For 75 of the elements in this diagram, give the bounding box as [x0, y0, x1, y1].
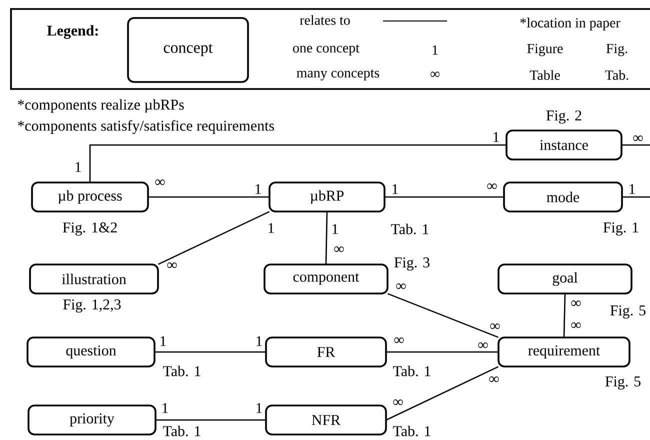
multiplicity-label: ∞: [571, 300, 581, 306]
multiplicity-label: 1: [494, 132, 499, 142]
reference-label: Fig. 5: [610, 305, 646, 319]
connector-line: [387, 293, 499, 338]
legend-text: Tab.: [605, 70, 628, 80]
reference-label: Fig. 1,2,3: [63, 299, 121, 313]
concept-box: question: [26, 336, 156, 368]
multiplicity-label: ∞: [489, 376, 499, 382]
note-text: *components satisfy/satisfice requirements: [18, 120, 274, 134]
multiplicity-label: 1: [160, 336, 166, 346]
legend-text: Figure: [527, 44, 563, 56]
multiplicity-label: ∞: [633, 135, 643, 142]
concept-box: priority: [28, 404, 156, 436]
connector-line: [622, 144, 650, 146]
multiplicity-label: ∞: [155, 179, 165, 186]
reference-label: Fig. 3: [394, 257, 430, 271]
connector-line: [386, 366, 499, 421]
connector-line: [563, 294, 566, 338]
multiplicity-label: ∞: [334, 246, 344, 252]
connector-line: [156, 419, 266, 421]
legend-text: Table: [530, 70, 560, 80]
concept-box: illustration: [29, 264, 159, 294]
multiplicity-label: ∞: [490, 323, 500, 330]
concept-box: µb process: [31, 182, 149, 212]
reference-label: Fig. 1&2: [62, 222, 117, 236]
reference-label: Fig. 5: [605, 376, 640, 390]
concept-box: requirement: [498, 336, 630, 368]
legend-text: Fig.: [606, 44, 628, 56]
legend-symbol: ∞: [430, 72, 440, 77]
multiplicity-label: 1: [256, 403, 262, 413]
concept-box: FR: [265, 336, 387, 368]
connector-line: [158, 211, 270, 265]
multiplicity-label: 1: [268, 223, 274, 233]
legend-text: relates to: [300, 15, 350, 25]
connector-line: [325, 212, 328, 264]
multiplicity-label: ∞: [393, 399, 403, 406]
multiplicity-label: ∞: [167, 262, 177, 268]
legend-text: *location in paper: [520, 18, 620, 30]
connector-line: [386, 351, 498, 353]
note-text: *components realize µbRPs: [18, 99, 184, 113]
multiplicity-label: ∞: [487, 183, 497, 190]
multiplicity-label: 1: [256, 184, 261, 194]
multiplicity-label: 1: [332, 224, 338, 234]
multiplicity-label: ∞: [478, 342, 488, 348]
multiplicity-label: 1: [162, 403, 168, 413]
multiplicity-label: 1: [630, 184, 635, 194]
reference-label: Fig. 2: [546, 110, 582, 124]
connector-line: [148, 196, 270, 198]
connector-line: [622, 196, 650, 198]
reference-label: Tab. 1: [393, 426, 430, 436]
legend-heading: Legend:: [47, 25, 98, 39]
legend-text: one concept: [293, 44, 360, 56]
multiplicity-label: 1: [392, 184, 398, 194]
connector-line: [154, 351, 266, 353]
concept-box: concept: [127, 17, 249, 83]
concept-box: NFR: [265, 404, 387, 436]
concept-box: mode: [503, 182, 623, 212]
connector-line: [89, 144, 506, 182]
multiplicity-label: ∞: [394, 337, 404, 344]
connector-line: [384, 196, 504, 198]
multiplicity-label: 1: [256, 336, 262, 346]
reference-label: Tab. 1: [163, 426, 200, 436]
concept-box: µbRP: [268, 182, 386, 212]
multiplicity-label: ∞: [396, 283, 406, 290]
concept-box: goal: [498, 264, 632, 294]
multiplicity-label: ∞: [571, 322, 581, 328]
reference-label: Tab. 1: [163, 366, 200, 376]
multiplicity-label: 1: [76, 162, 81, 172]
legend-symbol: 1: [432, 45, 438, 55]
concept-box: instance: [506, 130, 622, 160]
reference-label: Tab. 1: [393, 366, 430, 376]
reference-label: Tab. 1: [391, 224, 428, 234]
concept-box: component: [264, 264, 388, 294]
legend-text: many concepts: [296, 70, 380, 80]
reference-label: Fig. 1: [603, 222, 638, 236]
